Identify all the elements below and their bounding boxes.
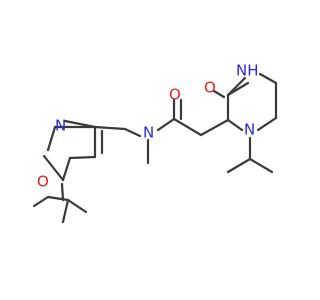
molecule-structure: O N N O O NH N [32, 62, 278, 224]
amide-nitrogen-label: N [143, 124, 154, 142]
bond [248, 157, 274, 174]
ketone-oxygen-label: O [204, 79, 216, 97]
piperazine-nitrogen-label: N [244, 121, 255, 139]
bond [226, 76, 247, 97]
ring-nitrogen-label: N [55, 117, 66, 135]
bond [212, 89, 226, 99]
bond [226, 157, 252, 174]
bond [46, 195, 70, 202]
bond [68, 155, 97, 160]
bond [156, 117, 176, 132]
atom-labels: O N N O O NH N [37, 62, 259, 191]
bond [63, 119, 97, 129]
nh-label: NH [236, 62, 259, 80]
bond [258, 72, 278, 85]
bond [32, 195, 50, 208]
bond [123, 127, 142, 138]
bond [256, 116, 278, 132]
bond [61, 198, 70, 224]
ring-oxygen-label: O [37, 173, 49, 191]
bond [46, 125, 57, 152]
bond [226, 118, 244, 132]
bond [93, 125, 127, 131]
bond [66, 198, 88, 214]
bond [199, 118, 230, 137]
bond [61, 156, 72, 182]
bond [60, 182, 65, 202]
bond [172, 117, 203, 137]
amide-oxygen-label: O [169, 86, 181, 104]
bond [42, 154, 65, 182]
bonds [32, 72, 278, 224]
